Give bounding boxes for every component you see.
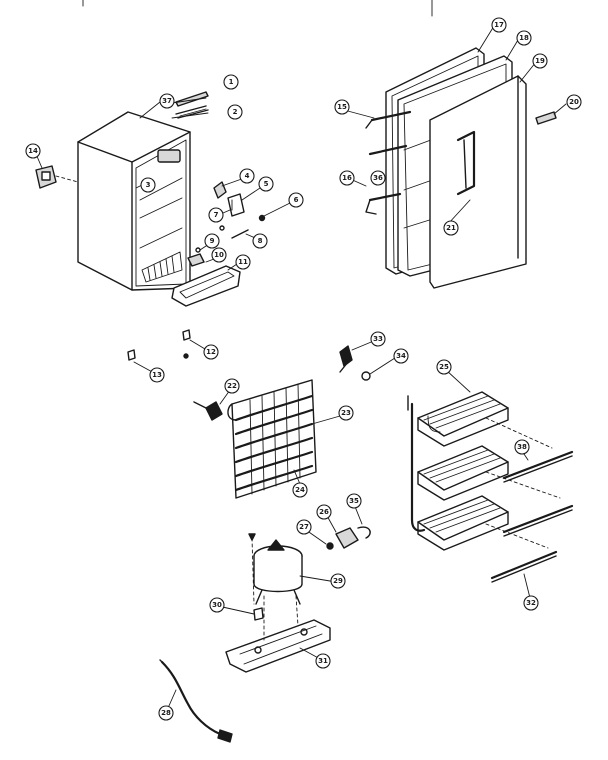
callout-27: 27	[296, 519, 312, 535]
callout-label: 37	[162, 97, 172, 105]
callout-label: 19	[535, 57, 545, 65]
callout-23: 23	[338, 405, 354, 421]
part-14-bracket	[35, 165, 57, 189]
callout-label: 27	[299, 523, 309, 531]
cabinet-assembly	[55, 111, 191, 291]
door-panel-21	[429, 75, 527, 289]
callout-29: 29	[330, 573, 346, 589]
callout-19: 19	[532, 53, 548, 69]
callout-34: 34	[393, 348, 409, 364]
callout-6: 6	[288, 192, 304, 208]
callout-20: 20	[566, 94, 582, 110]
callout-11: 11	[235, 254, 251, 270]
callout-label: 10	[214, 251, 224, 259]
shelf-rails	[490, 450, 574, 583]
callout-10: 10	[211, 247, 227, 263]
callout-8: 8	[252, 233, 268, 249]
callout-26: 26	[316, 504, 332, 520]
compressor-29	[253, 539, 303, 605]
callout-label: 22	[227, 382, 237, 390]
part-1-strip	[175, 91, 209, 107]
callout-label: 30	[212, 601, 222, 609]
callout-label: 36	[373, 174, 383, 182]
callout-label: 25	[439, 363, 449, 371]
callout-label: 26	[319, 508, 329, 516]
mount-dashes	[248, 533, 299, 641]
callout-label: 8	[258, 237, 263, 245]
callout-label: 7	[214, 211, 219, 219]
callout-label: 24	[295, 486, 305, 494]
small-hardware-group	[171, 181, 266, 307]
callout-label: 4	[245, 172, 250, 180]
callout-label: 11	[238, 258, 248, 266]
callout-label: 33	[373, 335, 383, 343]
callout-label: 34	[396, 352, 406, 360]
callout-32: 32	[523, 595, 539, 611]
callout-label: 31	[318, 657, 328, 665]
callout-label: 1	[229, 78, 234, 86]
callout-35: 35	[346, 493, 362, 509]
callout-22: 22	[224, 378, 240, 394]
callout-37: 37	[159, 93, 175, 109]
relay-26	[326, 526, 371, 550]
callout-12: 12	[203, 344, 219, 360]
callout-38: 38	[514, 439, 530, 455]
callout-label: 29	[333, 577, 343, 585]
callout-2: 2	[227, 104, 243, 120]
callout-30: 30	[209, 597, 225, 613]
part-22-clip	[193, 401, 223, 421]
callout-15: 15	[334, 99, 350, 115]
callout-label: 28	[161, 709, 171, 717]
callout-3: 3	[140, 177, 156, 193]
callout-36: 36	[370, 170, 386, 186]
part-30-grommet	[253, 607, 264, 621]
callout-17: 17	[491, 17, 507, 33]
callout-label: 35	[349, 497, 359, 505]
callout-5: 5	[258, 176, 274, 192]
callout-label: 21	[446, 224, 456, 232]
callout-label: 2	[233, 108, 238, 116]
callout-4: 4	[239, 168, 255, 184]
callout-13: 13	[149, 367, 165, 383]
callout-25: 25	[436, 359, 452, 375]
thermostat-33-34	[339, 345, 371, 381]
screws-12-13	[127, 329, 191, 361]
callout-label: 15	[337, 103, 347, 111]
callout-label: 6	[294, 196, 299, 204]
callout-7: 7	[208, 207, 224, 223]
base-plate-31	[225, 619, 331, 673]
callout-label: 32	[526, 599, 536, 607]
callout-14: 14	[25, 143, 41, 159]
callout-label: 23	[341, 409, 351, 417]
callout-21: 21	[443, 220, 459, 236]
callout-24: 24	[292, 482, 308, 498]
callout-label: 38	[517, 443, 527, 451]
callout-label: 13	[152, 371, 162, 379]
callout-16: 16	[339, 170, 355, 186]
power-cord-28	[159, 659, 233, 743]
callout-label: 14	[28, 147, 38, 155]
evaporator-shelves-25	[407, 391, 561, 551]
callout-label: 17	[494, 21, 504, 29]
callout-1: 1	[223, 74, 239, 90]
callout-label: 16	[342, 174, 352, 182]
callout-label: 12	[206, 348, 216, 356]
part-2-strip	[175, 105, 209, 119]
callout-9: 9	[204, 233, 220, 249]
callout-label: 9	[210, 237, 215, 245]
part-20-pin	[535, 111, 557, 125]
condenser-coil-23	[227, 379, 317, 499]
callout-28: 28	[158, 705, 174, 721]
callout-label: 20	[569, 98, 579, 106]
callout-label: 5	[264, 180, 269, 188]
callout-33: 33	[370, 331, 386, 347]
callout-31: 31	[315, 653, 331, 669]
callout-label: 3	[146, 181, 151, 189]
callout-18: 18	[516, 30, 532, 46]
callout-label: 18	[519, 34, 529, 42]
